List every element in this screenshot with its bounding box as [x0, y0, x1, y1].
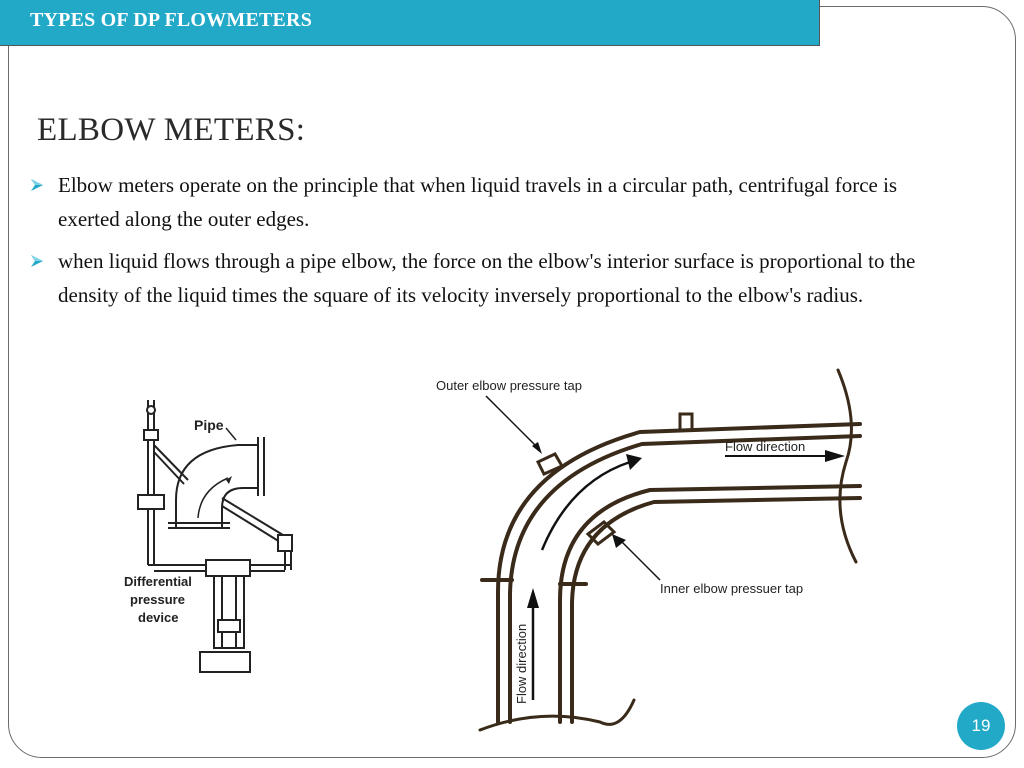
elbow-meter-cross-section-diagram: Outer elbow pressure tap Inner elbow pre… — [436, 368, 862, 732]
flow-direction-vertical-label: Flow direction — [514, 624, 529, 704]
device-label-line3: device — [138, 610, 178, 625]
flow-direction-horizontal-label: Flow direction — [725, 439, 805, 454]
bullet-item: Elbow meters operate on the principle th… — [30, 168, 930, 236]
elbow-meter-installation-diagram: Pipe Differential pressure device — [124, 400, 293, 673]
page-number-badge: 19 — [957, 702, 1005, 750]
header-title: TYPES OF DP FLOWMETERS — [30, 9, 313, 31]
inner-tap-label: Inner elbow pressuer tap — [660, 581, 803, 596]
section-title: ELBOW METERS: — [37, 112, 306, 148]
arrowhead-bullet-icon — [31, 255, 43, 267]
bullet-list: Elbow meters operate on the principle th… — [30, 168, 930, 320]
arrowhead-bullet-icon — [31, 179, 43, 191]
bullet-text: when liquid flows through a pipe elbow, … — [58, 249, 916, 307]
device-label-line2: pressure — [130, 592, 185, 607]
header-bar: TYPES OF DP FLOWMETERS — [0, 0, 820, 46]
device-label-line1: Differential — [124, 574, 192, 589]
pipe-label: Pipe — [194, 417, 224, 433]
bullet-text: Elbow meters operate on the principle th… — [58, 173, 898, 231]
page-number: 19 — [971, 716, 991, 735]
bullet-item: when liquid flows through a pipe elbow, … — [30, 244, 930, 312]
outer-tap-label: Outer elbow pressure tap — [436, 378, 582, 393]
